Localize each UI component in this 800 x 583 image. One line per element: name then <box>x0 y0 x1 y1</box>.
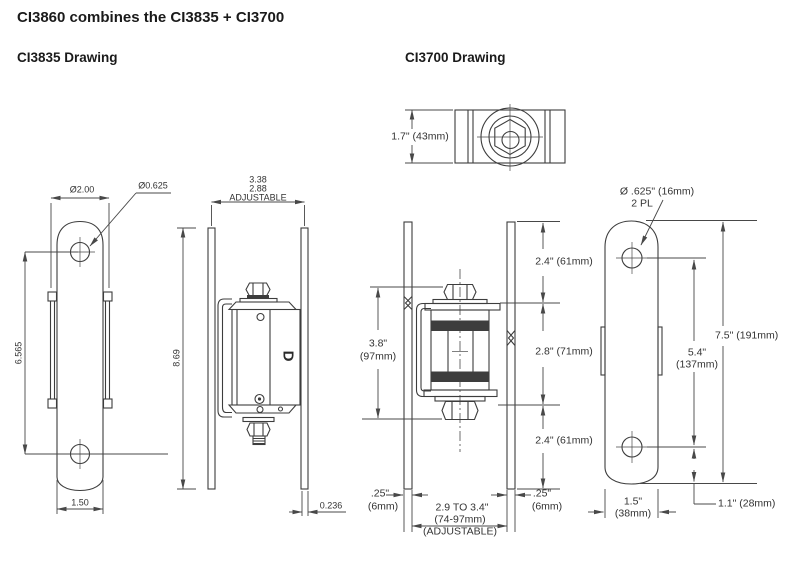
dim-plate-width: 1.50 <box>69 497 91 508</box>
bottom-hex-nut <box>246 422 271 437</box>
left-rail <box>600 326 606 376</box>
top-hex-bolt <box>245 282 271 297</box>
dim-gap-note: (ADJUSTABLE) <box>423 524 497 537</box>
dim-right-bar-mm: (6mm) <box>531 499 563 512</box>
c-bracket-arm <box>415 302 431 398</box>
dim-plate-hole-dia: Ø .625" (16mm) <box>619 185 695 198</box>
ci3835-side-view <box>177 199 346 516</box>
ci3835-side-dimensions <box>177 199 346 516</box>
upper-flange <box>227 301 298 311</box>
lower-flange <box>423 389 498 398</box>
dim-post-diameter: Ø2.00 <box>69 184 95 195</box>
lower-mounting-hole <box>616 431 648 463</box>
upper-flange <box>424 302 501 311</box>
ci3835-drawing-title: CI3835 Drawing <box>17 50 118 65</box>
upper-mounting-hole <box>616 242 648 274</box>
left-gate-bar <box>207 227 216 490</box>
u-bracket-arm <box>217 298 232 418</box>
dim-plate-hole-count: 2 PL <box>631 197 653 210</box>
dim-plate-hole-spacing-mm: (137mm) <box>673 357 721 371</box>
dim-adjust-max: 3.38 <box>249 173 267 184</box>
page-title: CI3860 combines the CI3835 + CI3700 <box>17 9 285 26</box>
ci3700-top-dimensions <box>405 109 453 164</box>
plate-outline <box>56 220 104 492</box>
ci3700-side-dimensions <box>362 221 560 532</box>
dim-hinge-span: 2.8" (71mm) <box>533 345 595 358</box>
dim-hole-spacing: 6.565 <box>13 341 24 365</box>
dim-plate-hole-spacing-in: 5.4" <box>685 346 709 359</box>
dim-plate-height: 7.5" (191mm) <box>713 329 781 342</box>
dim-bar-thickness: 0.236 <box>319 500 343 511</box>
dim-adjust-min: 2.88 <box>249 182 267 193</box>
brand-logo-d: D <box>279 350 297 362</box>
dim-left-bar-mm: (6mm) <box>367 499 399 512</box>
dim-plate-bottom-offset: 1.1" (28mm) <box>718 497 776 510</box>
ci3700-top-view <box>405 104 566 171</box>
dim-body-depth: 1.7" (43mm) <box>389 130 451 143</box>
post-rails <box>47 291 113 409</box>
dim-right-bar-in: .25" <box>532 487 552 500</box>
dim-gap-range: 2.9 TO 3.4" <box>435 501 489 514</box>
ci3700-drawing-title: CI3700 Drawing <box>405 50 506 65</box>
left-gate-bar <box>403 221 413 490</box>
ci3835-front-view <box>22 192 171 514</box>
lower-flange <box>227 404 298 414</box>
dim-hole-diameter: Ø0.625 <box>138 180 168 191</box>
right-gate-bar <box>300 227 309 490</box>
dim-overall-height: 8.69 <box>171 349 182 367</box>
ci3700-plate-view <box>588 199 757 518</box>
dim-top-clearance: 2.4" (61mm) <box>533 255 595 268</box>
bottom-hex-nut <box>441 400 479 421</box>
right-rail <box>657 326 663 376</box>
dim-gap-range-mm: (74-97mm) <box>434 512 486 525</box>
set-screw <box>254 393 265 405</box>
dim-hinge-height-in: 3.8" <box>366 337 390 350</box>
dim-hinge-height-mm: (97mm) <box>357 349 399 363</box>
dim-adjust-note: ADJUSTABLE <box>229 191 287 202</box>
hinge-bracket-body <box>217 282 301 446</box>
dim-plate-width-in: 1.5" <box>623 495 643 508</box>
ci3700-side-view <box>362 221 560 532</box>
plate-outline <box>604 220 659 485</box>
ci3700-plate-dimensions <box>588 199 757 518</box>
ci3835-front-dimensions <box>22 192 171 514</box>
dim-bottom-clearance: 2.4" (61mm) <box>533 434 595 447</box>
dim-plate-width-mm: (38mm) <box>614 506 652 519</box>
dim-left-bar-in: .25" <box>370 487 390 500</box>
hinge-assembly <box>415 283 501 421</box>
right-gate-bar <box>506 221 516 490</box>
